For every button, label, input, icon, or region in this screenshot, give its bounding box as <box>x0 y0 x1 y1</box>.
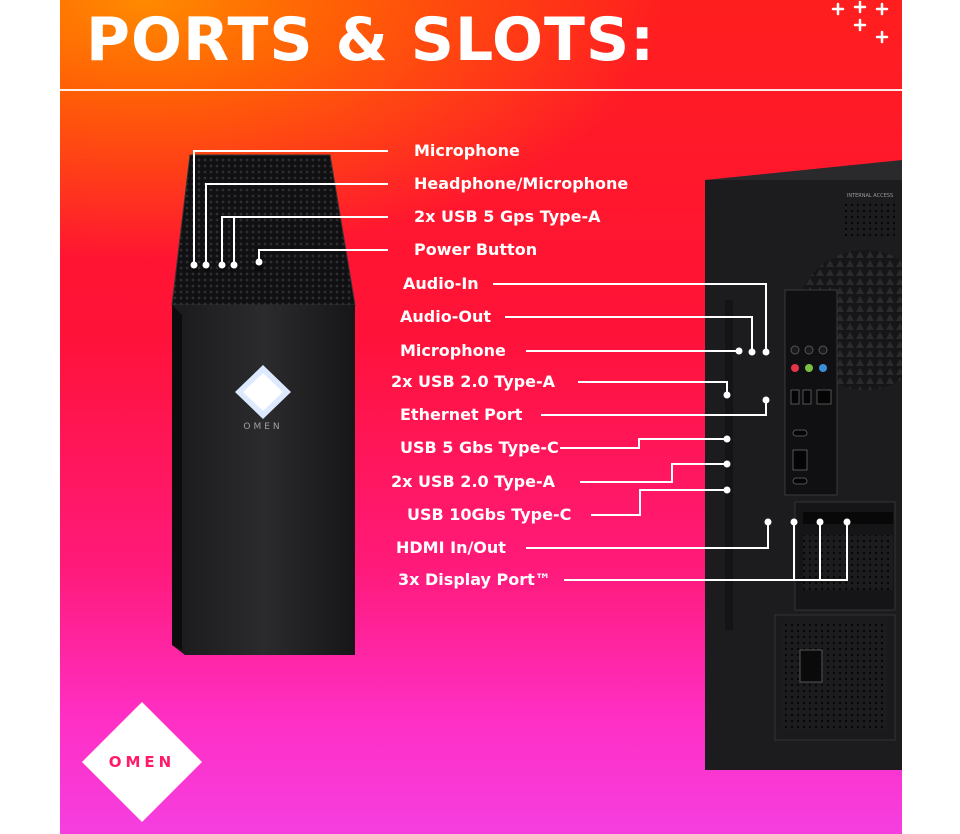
rear-port-label: Microphone <box>400 341 506 360</box>
rear-port-label: 3x Display Port™ <box>398 570 551 589</box>
rear-port-label: 2x USB 2.0 Type-A <box>391 472 555 491</box>
rear-tower-image: INTERNAL ACCESS <box>705 160 902 770</box>
logo-text: OMEN <box>109 753 175 771</box>
sparkle-plus-icons <box>831 0 889 44</box>
rear-port-label: USB 10Gbs Type-C <box>407 505 572 524</box>
rear-port-label: Audio-In <box>403 274 479 293</box>
rear-port-label: USB 5 Gbs Type-C <box>400 438 559 457</box>
omen-logo: OMEN <box>82 702 202 822</box>
callout-lines <box>190 150 851 581</box>
page-title: PORTS & SLOTS: <box>86 5 656 75</box>
front-tower-image: OMEN <box>171 154 356 655</box>
title-divider <box>60 89 902 91</box>
rear-port-label: HDMI In/Out <box>396 538 506 557</box>
front-port-label: 2x USB 5 Gps Type-A <box>414 207 601 226</box>
poster: PORTS & SLOTS: <box>60 0 902 834</box>
rear-port-label: Ethernet Port <box>400 405 523 424</box>
rear-panel-text: INTERNAL ACCESS <box>847 193 893 199</box>
front-port-label: Headphone/Microphone <box>414 174 629 193</box>
front-brand-text: OMEN <box>243 422 282 432</box>
front-port-label: Microphone <box>414 141 520 160</box>
rear-port-label: 2x USB 2.0 Type-A <box>391 372 555 391</box>
front-port-label: Power Button <box>414 240 538 259</box>
rear-port-label: Audio-Out <box>400 307 491 326</box>
